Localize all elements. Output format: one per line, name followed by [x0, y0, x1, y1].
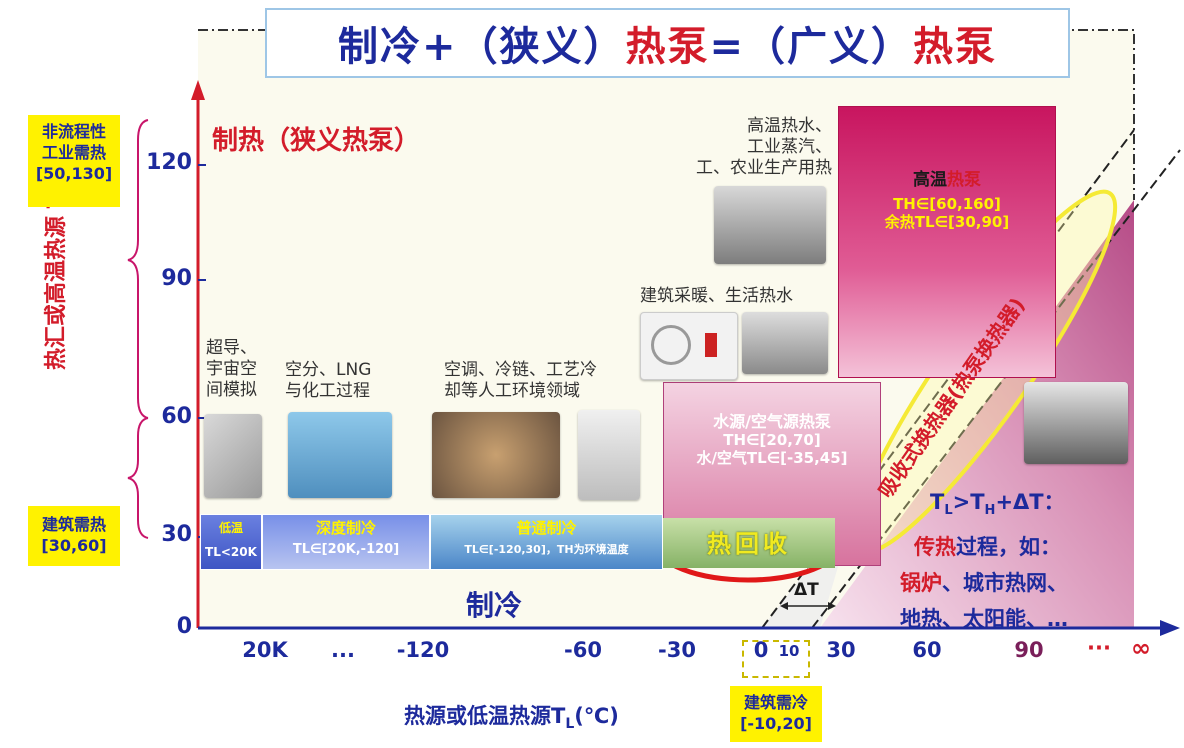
y-tick-0: 0	[176, 614, 192, 639]
x-tick-10: 10	[778, 642, 800, 660]
x-axis-label: 热源或低温热源TL(℃)	[404, 704, 619, 733]
transfer-line2: 锅炉、城市热网、	[900, 571, 1068, 596]
refrigerator-photo	[578, 410, 640, 500]
industrial-brace	[127, 119, 149, 419]
delta-t-label: ΔT	[794, 580, 819, 600]
x-tick-30: 30	[826, 638, 856, 662]
heat-recovery-box	[663, 518, 835, 568]
refrig-band-normal: 普通制冷 TL∈[-120,30]，TH为环境温度	[430, 514, 663, 570]
transfer-line1: 传热过程，如：	[914, 535, 1061, 560]
x-tick-dots: ···	[1087, 636, 1111, 660]
refrig-normal-range: TL∈[-120,30]，TH为环境温度	[464, 543, 629, 556]
title-refrigeration: 制冷+（狭义）	[337, 24, 626, 70]
x-tick-90: 90	[1014, 638, 1044, 662]
superconduct-caption: 超导、宇宙空间模拟	[206, 338, 257, 400]
transfer-condition: TL>TH+ΔT：	[930, 490, 1065, 519]
refrig-deep-title: 深度制冷	[315, 519, 376, 537]
high-temp-tl-range: 余热TL∈[30,90]	[884, 213, 1010, 231]
split-ac-photo	[640, 312, 738, 380]
building-cool-title: 建筑需冷	[743, 693, 808, 712]
building-cool-range: [-10,20]	[740, 714, 812, 733]
diagram-title: 制冷+（狭义）热泵=（广义）热泵	[265, 8, 1070, 78]
aircon-caption: 空调、冷链、工艺冷却等人工环境领域	[444, 360, 597, 401]
delta-t-band	[762, 560, 840, 628]
refrig-low-title: 低温	[218, 521, 243, 535]
building-heat-brace	[127, 417, 149, 539]
refrig-band-low: 低温 TL<20K	[200, 514, 262, 570]
building-heat-tag: 建筑需热 [30,60]	[28, 506, 120, 566]
refrig-deep-range: TL∈[20K,-120]	[292, 542, 400, 557]
x-tick-minus30: -30	[658, 638, 696, 662]
high-temp-heat-pump-title: 高温热泵	[913, 170, 981, 190]
y-tick-120: 120	[146, 150, 192, 175]
high-temp-heat-pump-box: 高温热泵 TH∈[60,160] 余热TL∈[30,90]	[838, 106, 1056, 378]
building-heat-range: [30,60]	[41, 536, 107, 555]
x-tick-20k: 20K	[242, 638, 288, 662]
diagonal-th-eq-tl	[761, 129, 1135, 629]
transfer-line3: 地热、太阳能、…	[900, 607, 1068, 632]
refrig-normal-title: 普通制冷	[516, 519, 577, 537]
y-tick-60: 60	[161, 404, 192, 429]
x-tick-minus60: -60	[564, 638, 602, 662]
industrial-chiller-photo	[714, 186, 826, 264]
industrial-heat-tag: 非流程性工业需热 [50,130]	[28, 115, 120, 207]
building-caption: 建筑采暖、生活热水	[640, 286, 793, 306]
x-axis-arrow	[1160, 620, 1180, 636]
heating-label: 制热（狭义热泵）	[212, 126, 421, 156]
refrig-low-range: TL<20K	[205, 545, 257, 559]
x-tick-ellipsis: ...	[331, 638, 355, 662]
title-heat-pump-broad: 热泵	[913, 24, 998, 70]
x-tick-minus120: -120	[396, 638, 450, 662]
diagonal-th-eq-tl-plus-dt	[811, 149, 1181, 629]
y-axis-arrow	[191, 80, 205, 100]
x-tick-0: 0	[753, 638, 769, 662]
building-cool-tag: 建筑需冷 [-10,20]	[730, 686, 822, 742]
heat-recovery-label: 热回收	[707, 530, 791, 558]
aircon-unit-photo	[432, 412, 560, 498]
industrial-heat-title: 非流程性工业需热	[41, 122, 106, 162]
building-heat-title: 建筑需热	[41, 515, 106, 534]
high-temp-caption: 高温热水、工业蒸汽、工、农业生产用热	[696, 116, 832, 178]
high-temp-th-range: TH∈[60,160]	[893, 195, 1001, 213]
title-heat-pump-narrow: 热泵	[625, 24, 710, 70]
heat-pump-unit-photo	[742, 312, 828, 374]
superconduct-photo	[204, 414, 262, 498]
cooling-label: 制冷	[466, 589, 523, 622]
transfer-text: TL>TH+ΔT： 传热过程，如： 锅炉、城市热网、 地热、太阳能、…	[900, 484, 1130, 637]
title-broad: =（广义）	[709, 24, 914, 70]
air-separation-photo	[288, 412, 392, 498]
building-cool-range-marker	[742, 640, 810, 678]
plot-boundary	[198, 29, 1135, 200]
x-tick-60: 60	[912, 638, 942, 662]
heat-pump-th-range: TH∈[20,70]	[723, 431, 821, 449]
industrial-heat-range: [50,130]	[35, 164, 113, 183]
y-tick-90: 90	[161, 266, 192, 291]
y-tick-30: 30	[161, 522, 192, 547]
transfer-unit-photo	[1024, 382, 1128, 464]
heat-pump-tl-range: 水/空气TL∈[-35,45]	[696, 449, 848, 467]
heat-pump-title: 水源/空气源热泵	[713, 412, 831, 431]
x-tick-infinity: ∞	[1131, 634, 1151, 662]
refrig-band-deep: 深度制冷 TL∈[20K,-120]	[262, 514, 430, 570]
